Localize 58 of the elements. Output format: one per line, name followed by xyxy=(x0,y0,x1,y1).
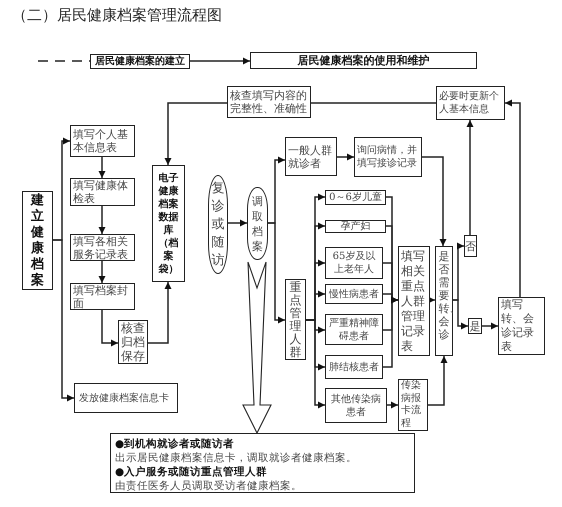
arrow xyxy=(228,220,247,226)
process-box: 其他传染病患者 xyxy=(325,388,387,423)
process-box: 孕产妇 xyxy=(325,220,386,233)
arrow xyxy=(482,322,498,330)
arrow xyxy=(453,299,468,330)
arrow xyxy=(98,157,106,178)
process-box: 填写个人基本信息表 xyxy=(70,125,135,157)
note-text: 由责任医务人员调取受访者健康档案。 xyxy=(115,479,303,493)
process-box: 填写相关重点人群管理记录表 xyxy=(398,246,430,356)
connector-line xyxy=(311,102,436,104)
process-box: 询问病情，并填写接诊记录 xyxy=(354,137,422,177)
arrow xyxy=(422,156,446,246)
process-box: 发放健康档案信息卡 xyxy=(74,383,178,413)
process-box: 核查归档保存 xyxy=(118,320,148,364)
process-box: 电子健康档案数据库（档案袋） xyxy=(152,165,185,282)
arrow xyxy=(190,58,250,64)
arrow xyxy=(428,296,435,304)
process-box: 0～6岁儿童 xyxy=(325,190,386,205)
process-box: 严重精神障碍患者 xyxy=(325,314,383,345)
arrow xyxy=(98,261,106,283)
process-box: 核查填写内容的完整性、准确性 xyxy=(227,86,311,118)
note-heading: ●入户服务或随访重点管理人群 xyxy=(115,465,268,479)
process-box: 慢性病患者 xyxy=(325,284,383,304)
hollow-arrow xyxy=(242,261,272,434)
arrow xyxy=(306,319,325,408)
dashed-line xyxy=(38,60,90,62)
arrow xyxy=(383,296,398,368)
arrow xyxy=(164,102,227,165)
process-box: 重点管理人群 xyxy=(285,279,306,360)
process-box: 填写各相关服务记录表 xyxy=(70,234,135,261)
arrow xyxy=(101,310,118,346)
process-box: 建立健康档案 xyxy=(22,191,53,290)
process-box: 填写健康体检表 xyxy=(70,178,135,206)
arrow xyxy=(268,222,285,324)
title: （二）居民健康档案管理流程图 xyxy=(12,6,222,25)
process-box: 传染病报卡流程 xyxy=(398,379,428,431)
arrow xyxy=(98,206,106,234)
process-box: 一般人群就诊者 xyxy=(285,137,337,176)
process-box: 必要时更新个人基本信息 xyxy=(436,86,505,120)
process-box: 65岁及以上老年人 xyxy=(325,247,383,279)
decision-label-box: 否 xyxy=(464,235,477,257)
arrow xyxy=(387,402,398,408)
arrow xyxy=(505,100,521,297)
process-box: 填写档案封面 xyxy=(70,283,135,310)
decision-label-box: 是 xyxy=(468,318,482,334)
process-box: 居民健康档案的建立 xyxy=(90,54,190,69)
arrow xyxy=(148,282,172,344)
process-box: 居民健康档案的使用和维护 xyxy=(250,52,477,69)
process-box: 填写转、会诊记录表 xyxy=(498,297,545,355)
process-box: 肺结核患者 xyxy=(325,355,383,379)
arrow xyxy=(53,239,74,402)
arrow xyxy=(337,154,354,160)
note-heading: ●到机构就诊者或随访者 xyxy=(115,437,236,451)
note-box xyxy=(110,433,415,493)
decision-box: 是否需要转、会诊 xyxy=(435,246,453,356)
note-text: 出示居民健康档案信息卡，调取就诊者健康档案。 xyxy=(115,451,358,465)
arrow xyxy=(466,120,474,235)
arrow xyxy=(428,356,448,406)
